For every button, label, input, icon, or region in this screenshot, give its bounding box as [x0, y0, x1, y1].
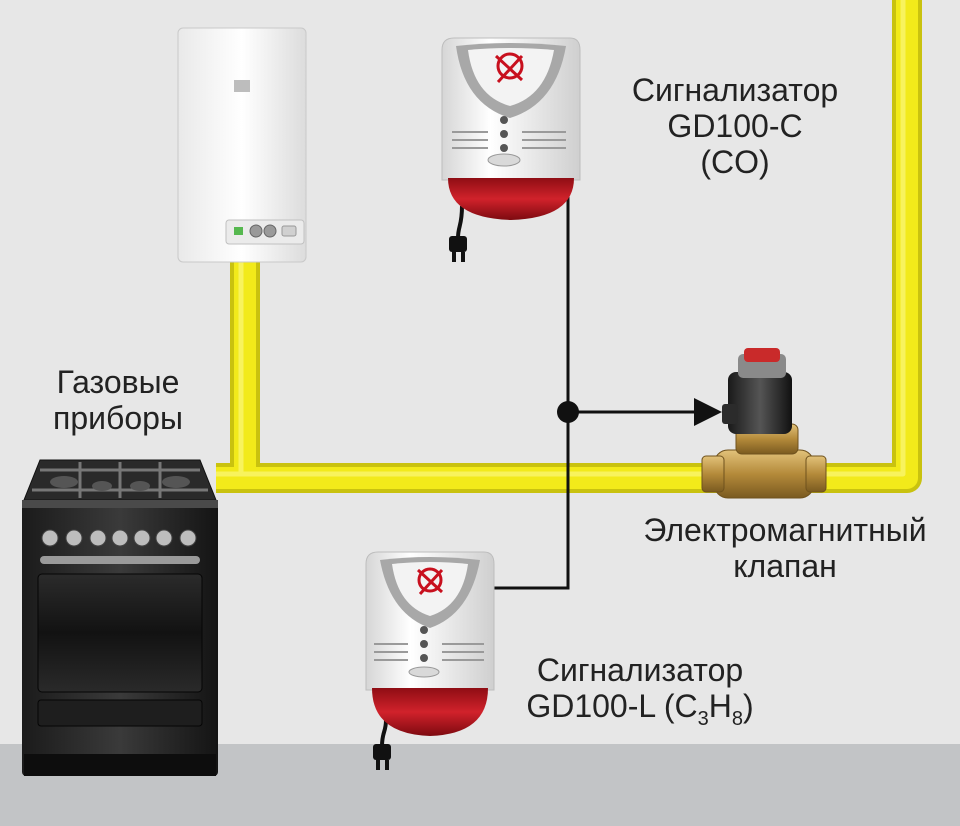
- label-valve: Электромагнитный клапан: [610, 512, 960, 584]
- formula-sub-2: 8: [731, 708, 743, 730]
- label-detector-lpg: Сигнализатор GD100-L (C3H8): [505, 652, 775, 730]
- wire-junction: [557, 401, 579, 423]
- boiler-vent: [234, 80, 250, 92]
- control-wire: [492, 192, 700, 590]
- brand-logo-icon: [494, 52, 524, 84]
- valve-reset-button: [744, 348, 780, 362]
- detector-lpg: [365, 551, 495, 770]
- label-detector-co-line2: GD100-C: [667, 108, 803, 144]
- formula-mid: H: [708, 688, 732, 724]
- boiler-knob-2: [263, 224, 277, 238]
- gas-pipe: [216, 0, 922, 493]
- plug-icon: [373, 744, 391, 760]
- burner-grates: [32, 462, 208, 498]
- formula-prefix: GD100-L (C: [526, 688, 698, 724]
- boiler-display: [234, 227, 243, 235]
- label-detector-co: Сигнализатор GD100-C (CO): [600, 72, 870, 180]
- label-valve-line1: Электромагнитный: [643, 512, 927, 548]
- brand-logo-icon: [416, 567, 444, 596]
- oven-handle: [40, 556, 200, 564]
- label-appliances: Газовые приборы: [28, 364, 208, 436]
- label-detector-co-line3: (CO): [700, 144, 770, 180]
- label-valve-line2: клапан: [733, 548, 837, 584]
- label-appliances-line2: приборы: [53, 400, 183, 436]
- storage-drawer: [37, 699, 203, 727]
- siren: [372, 688, 488, 736]
- oven-door: [37, 573, 203, 693]
- burners: [50, 476, 190, 491]
- siren: [448, 178, 574, 220]
- arrow-to-valve-icon: [694, 398, 722, 426]
- detector-co: [441, 37, 581, 262]
- formula-suffix: ): [743, 688, 754, 724]
- boiler-knob-1: [249, 224, 263, 238]
- wall-boiler: [177, 27, 307, 263]
- stove-knobs: [41, 529, 197, 547]
- label-appliances-line1: Газовые: [56, 364, 180, 400]
- plug-icon: [449, 236, 467, 252]
- label-detector-co-line1: Сигнализатор: [631, 72, 839, 108]
- label-detector-lpg-line2: GD100-L (C3H8): [505, 688, 775, 730]
- boiler-switch: [281, 225, 297, 237]
- label-detector-lpg-line1: Сигнализатор: [536, 652, 744, 688]
- formula-sub-1: 3: [697, 708, 709, 730]
- gas-stove: [22, 459, 218, 776]
- solenoid-valve: [701, 348, 827, 499]
